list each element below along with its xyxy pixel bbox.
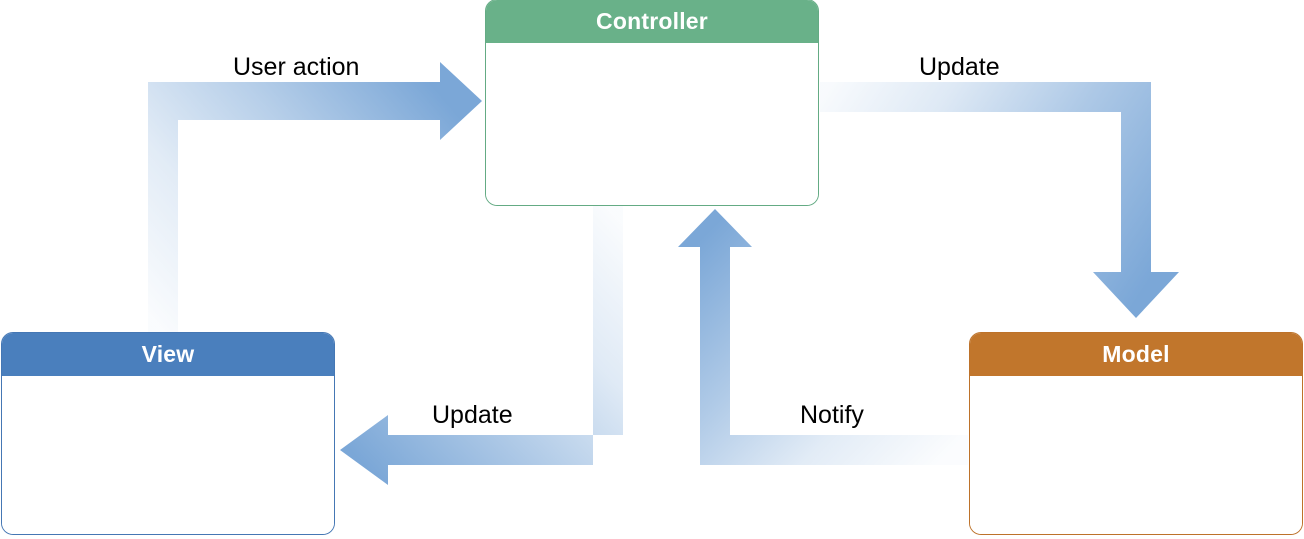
edge-label-notify: Notify: [800, 401, 864, 429]
edge-label-update-controller-to-view: Update: [432, 401, 513, 429]
node-view[interactable]: View: [1, 332, 335, 535]
node-model-title: Model: [970, 333, 1302, 376]
node-controller[interactable]: Controller: [485, 0, 819, 206]
arrow-update-right: [820, 82, 1179, 318]
node-controller-body: [486, 43, 818, 205]
node-view-title: View: [2, 333, 334, 376]
node-model-body: [970, 376, 1302, 534]
arrow-update-bottom: [340, 206, 623, 485]
edge-label-update-controller-to-model: Update: [919, 53, 1000, 81]
edge-label-user-action: User action: [233, 53, 360, 81]
node-controller-title: Controller: [486, 0, 818, 43]
node-model[interactable]: Model: [969, 332, 1303, 535]
arrow-user-action: [148, 62, 482, 355]
node-view-body: [2, 376, 334, 534]
